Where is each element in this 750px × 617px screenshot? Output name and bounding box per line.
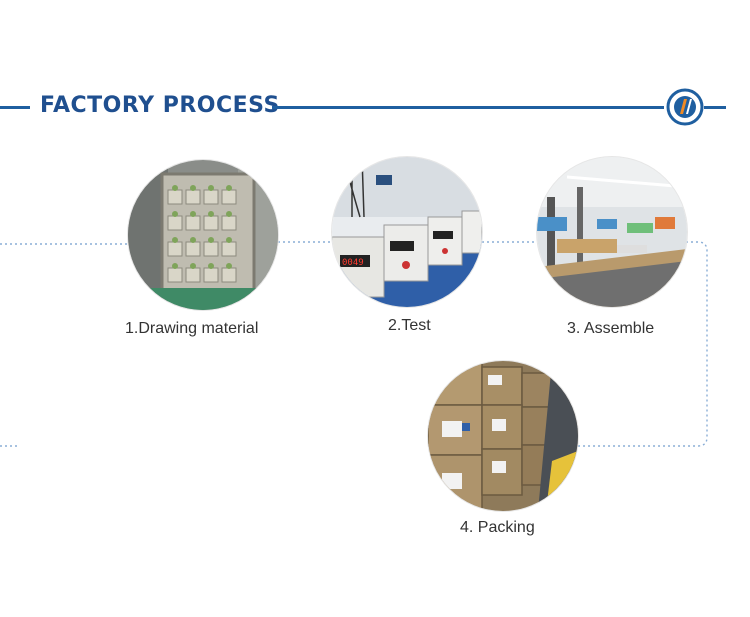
step-3-photo [537,157,687,307]
header-rule-left [0,106,30,109]
step-1-photo [128,160,278,310]
step-4-photo [428,361,578,511]
step-2-label: 2.Test [388,317,431,334]
step-4-label: 4. Packing [460,519,535,536]
step-1-label: 1.Drawing material [125,320,259,337]
page-title: FACTORY PROCESS [40,93,280,118]
step-2-photo: 0049 [332,157,482,307]
header-rule-tail [704,106,726,109]
brand-logo-icon [666,88,704,126]
svg-text:0049: 0049 [342,258,364,268]
header-rule-right [272,106,664,109]
step-3-label: 3. Assemble [567,320,655,337]
